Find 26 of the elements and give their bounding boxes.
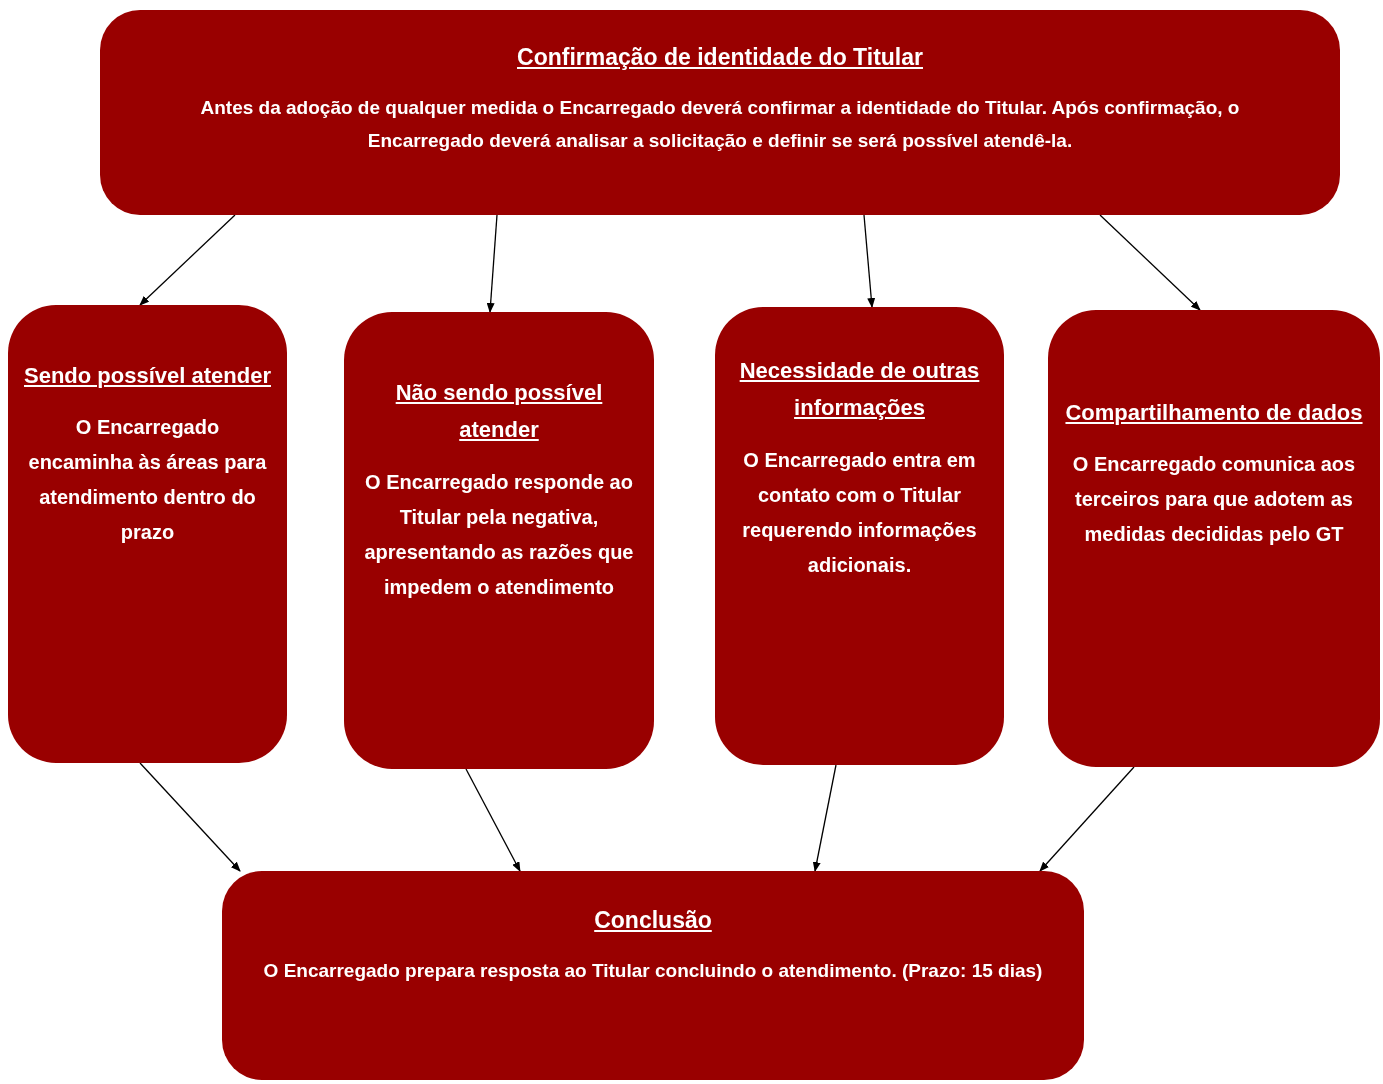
arrow [486, 214, 498, 313]
arrow [139, 214, 236, 306]
box-description: O Encarregado entra em contato com o Titular requerendo informações adicionais. [741, 447, 978, 578]
process-box [100, 10, 1340, 215]
box-description: O Encarregado encaminha às áreas para atendimento dentro do prazo [27, 415, 268, 546]
box-heading: Compartilhamento de dados [1065, 399, 1363, 427]
box-description: O Encarregado comunica aos terceiros para que adotem as medidas decididas pelo GT [1071, 452, 1357, 548]
process-box [222, 871, 1084, 1080]
arrow [1099, 214, 1201, 311]
box-description: Antes da adoção de qualquer medida o Encarregado deverá confirmar a identidade do Titular. Após confirmação, o Encarregado deverá analisar a solicitação e definir se será possível atendê-la. [199, 96, 1241, 154]
process-box [344, 312, 654, 769]
box-heading: Conclusão [594, 906, 712, 935]
process-box [1048, 310, 1380, 767]
box-heading: Não sendo possível atender [394, 379, 604, 445]
box-heading: Sendo possível atender [24, 362, 271, 390]
arrow [1039, 766, 1135, 872]
box-description: O Encarregado responde ao Titular pela negativa, apresentando as razões que impedem o atendimento [363, 469, 635, 600]
arrow [863, 214, 876, 308]
box-heading: Confirmação de identidade do Titular [517, 43, 923, 72]
arrow [139, 762, 241, 872]
box-heading: Necessidade de outras informações [738, 357, 981, 423]
arrow [812, 764, 837, 872]
arrow [465, 768, 521, 872]
box-description: O Encarregado prepara resposta ao Titular concluindo o atendimento. (Prazo: 15 dias) [263, 959, 1043, 984]
process-box [8, 305, 287, 763]
process-box [715, 307, 1004, 765]
